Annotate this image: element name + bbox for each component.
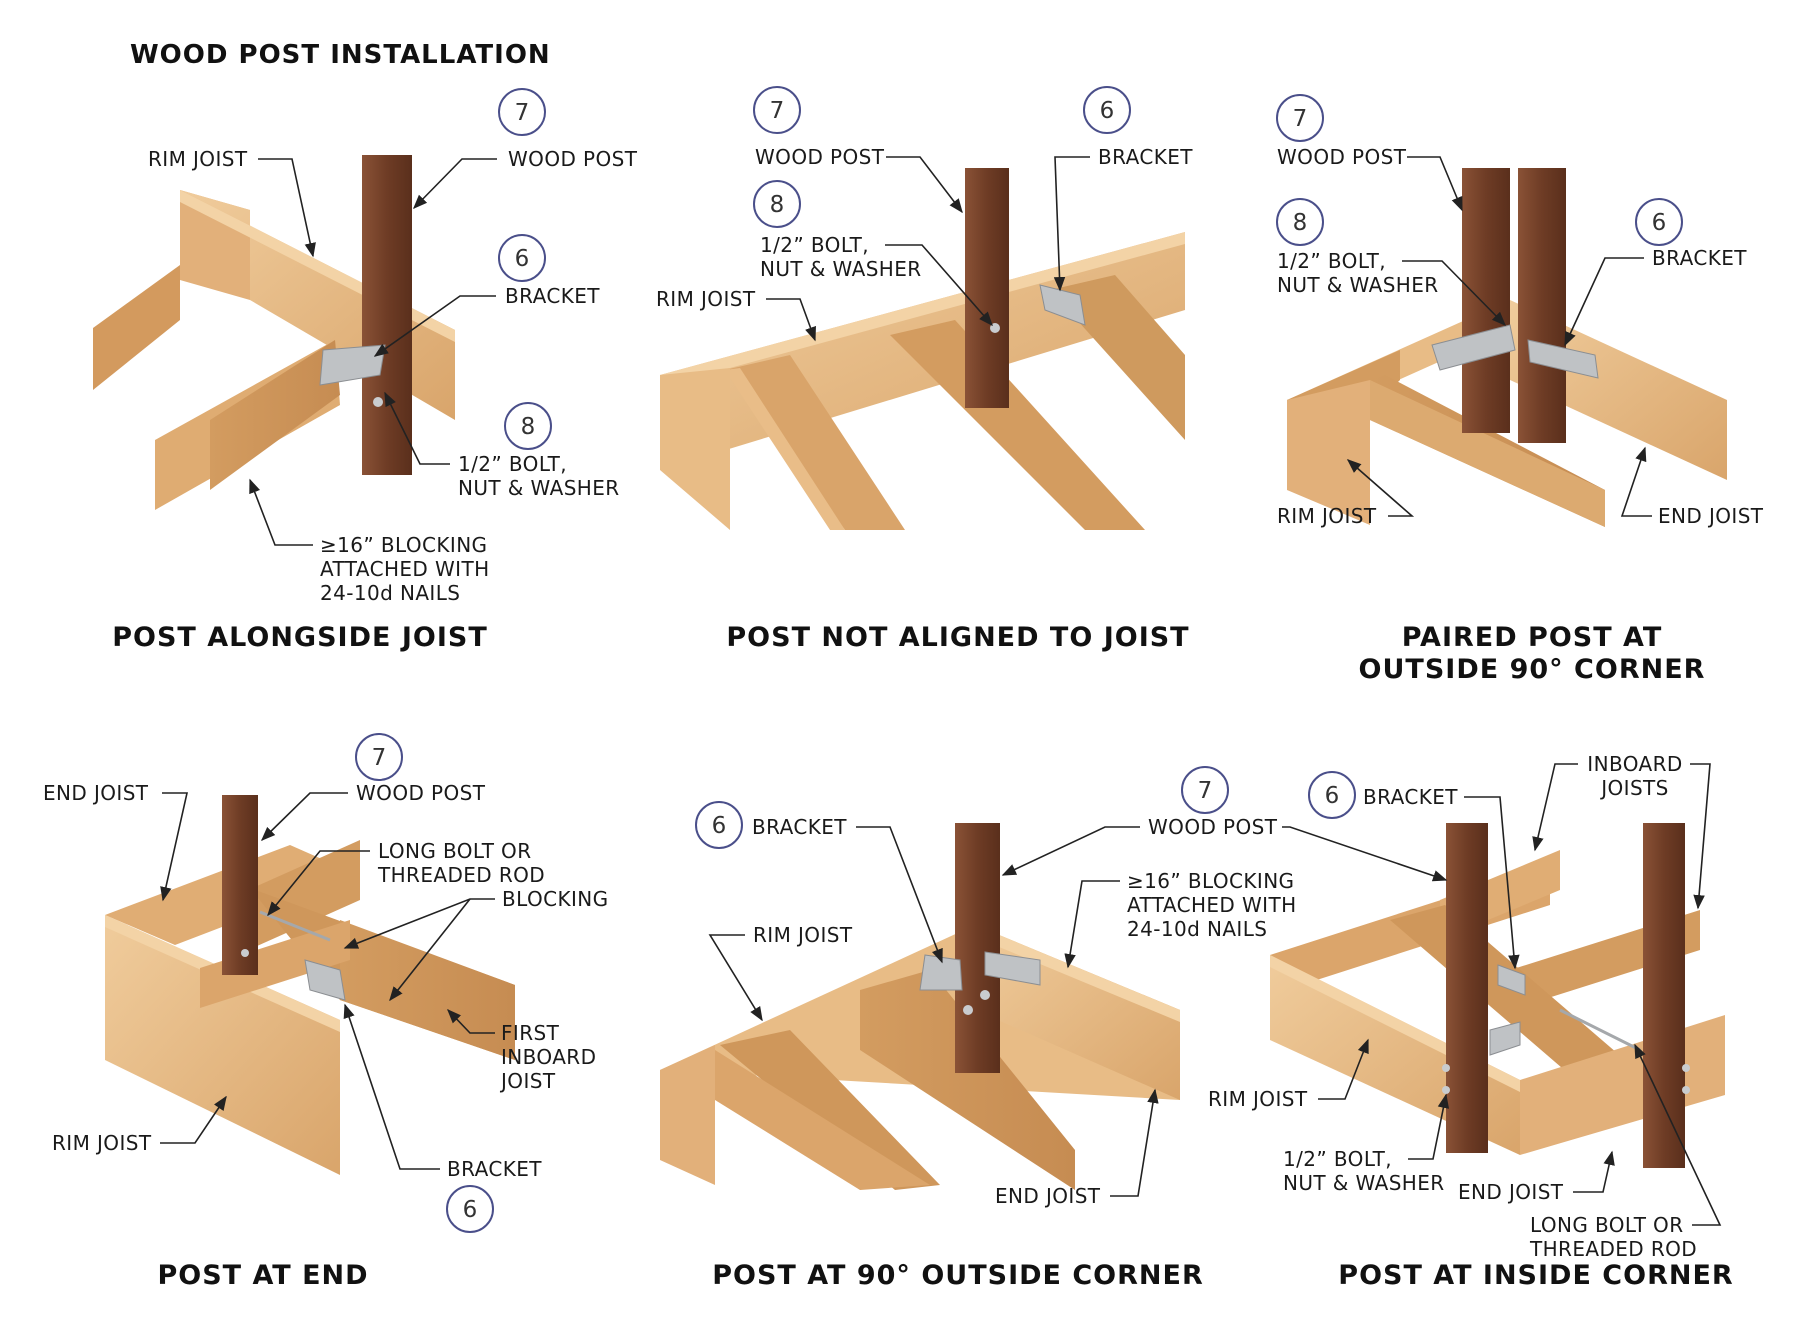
panel-post-at-90-outside-corner: 6 7 BRACKET WOOD POST RIM JOIST ≥16” BLO…: [660, 766, 1297, 1291]
panel4-wood-post-shape: [222, 795, 258, 975]
callout-6: 6: [1635, 198, 1683, 246]
label-end-joist: END JOIST: [1458, 1180, 1564, 1204]
label-bracket: BRACKET: [1098, 145, 1193, 169]
svg-text:8: 8: [1293, 210, 1308, 236]
svg-text:6: 6: [712, 813, 727, 839]
svg-text:6: 6: [1325, 783, 1340, 809]
svg-text:8: 8: [521, 414, 536, 440]
label-rim-joist: RIM JOIST: [656, 287, 756, 311]
callout-6: 6: [1308, 771, 1356, 819]
label-bolt: 1/2” BOLT,NUT & WASHER: [760, 233, 922, 281]
panel5-bracket-shape: [919, 954, 963, 991]
panel3-callouts: 7 8 6: [1276, 94, 1683, 246]
callout-7: 7: [1181, 766, 1229, 814]
label-blocking: BLOCKING: [502, 887, 609, 911]
label-rim-joist: RIM JOIST: [753, 923, 853, 947]
panel3-wood-post-a-shape: [1462, 168, 1510, 433]
label-bracket: BRACKET: [1652, 246, 1747, 270]
panel1-wood-post-shape: [362, 155, 412, 475]
label-wood-post: WOOD POST: [755, 145, 885, 169]
svg-text:8: 8: [770, 192, 785, 218]
label-bracket: BRACKET: [1363, 785, 1458, 809]
label-wood-post: WOOD POST: [356, 781, 486, 805]
label-end-joist: END JOIST: [43, 781, 149, 805]
callout-8: 8: [504, 402, 552, 450]
panel-paired-post: 7 8 6 WOOD POST 1/2” BOLT,NUT & WASHER B…: [1276, 94, 1764, 685]
callout-7: 7: [498, 88, 546, 136]
callout-7: 7: [753, 86, 801, 134]
label-end-joist: END JOIST: [1658, 504, 1764, 528]
label-bracket: BRACKET: [752, 815, 847, 839]
label-bolt: 1/2” BOLT,NUT & WASHER: [1283, 1147, 1445, 1195]
label-wood-post: WOOD POST: [508, 147, 638, 171]
panel6-post-b-shape: [1643, 823, 1685, 1168]
callout-8: 8: [753, 180, 801, 228]
panel5-wood-post-shape: [955, 823, 1000, 1073]
svg-text:7: 7: [1198, 778, 1213, 804]
panel4-callouts: 7 6: [355, 733, 494, 1233]
panel6-illustration: [1270, 823, 1725, 1168]
label-end-joist: END JOIST: [995, 1184, 1101, 1208]
label-rim-joist: RIM JOIST: [1208, 1087, 1308, 1111]
panel1-bracket-shape: [319, 344, 386, 386]
label-rim-joist: RIM JOIST: [148, 147, 248, 171]
svg-text:7: 7: [770, 98, 785, 124]
callout-6: 6: [498, 234, 546, 282]
page-title: WOOD POST INSTALLATION: [130, 40, 551, 70]
panel3-bracket-shape: [1431, 324, 1516, 371]
panel3-illustration: [1287, 168, 1727, 527]
callout-6: 6: [695, 801, 743, 849]
panel3-wood-post-b-shape: [1518, 168, 1566, 443]
svg-text:6: 6: [1652, 210, 1667, 236]
panel2-bracket-shape: [1039, 284, 1086, 326]
label-bolt: 1/2” BOLT,NUT & WASHER: [1277, 249, 1439, 297]
panel4-title: POST AT END: [157, 1260, 368, 1291]
callout-7: 7: [355, 733, 403, 781]
svg-text:7: 7: [372, 745, 387, 771]
svg-text:6: 6: [515, 246, 530, 272]
label-bracket: BRACKET: [447, 1157, 542, 1181]
panel6-callouts: 6: [1308, 771, 1356, 819]
panel1-callouts: 7 6 8: [498, 88, 552, 450]
panel-post-not-aligned: 7 6 8 WOOD POST BRACKET 1/2” BOLT,NUT & …: [656, 86, 1193, 653]
callout-6: 6: [446, 1185, 494, 1233]
label-bracket: BRACKET: [505, 284, 600, 308]
panel-post-alongside-joist: 7 6 8 RIM JOIST WOOD POST BRACKET 1/2” B…: [93, 88, 638, 653]
panel1-illustration: [93, 155, 455, 510]
label-rim-joist: RIM JOIST: [52, 1131, 152, 1155]
label-wood-post: WOOD POST: [1148, 815, 1278, 839]
panel5-illustration: [660, 823, 1180, 1190]
label-rim-joist: RIM JOIST: [1277, 504, 1377, 528]
callout-7: 7: [1276, 94, 1324, 142]
panel2-callouts: 7 6 8: [753, 86, 1131, 228]
label-wood-post: WOOD POST: [1277, 145, 1407, 169]
svg-text:7: 7: [1293, 106, 1308, 132]
callout-8: 8: [1276, 198, 1324, 246]
panel2-illustration: [660, 168, 1185, 530]
label-bolt: 1/2” BOLT,NUT & WASHER: [458, 452, 620, 500]
panel6-title: POST AT INSIDE CORNER: [1338, 1260, 1733, 1291]
callout-6: 6: [1083, 86, 1131, 134]
panel1-title: POST ALONGSIDE JOIST: [112, 622, 488, 653]
panel2-title: POST NOT ALIGNED TO JOIST: [726, 622, 1189, 653]
svg-text:6: 6: [1100, 98, 1115, 124]
panel6-post-a-shape: [1446, 823, 1488, 1153]
panel2-wood-post-shape: [965, 168, 1009, 408]
svg-text:6: 6: [463, 1197, 478, 1223]
panel4-bracket-shape: [304, 959, 346, 1001]
panel6-bracket-shape: [1497, 964, 1526, 996]
panel5-title: POST AT 90° OUTSIDE CORNER: [712, 1260, 1204, 1291]
svg-text:7: 7: [515, 100, 530, 126]
panel5-callouts: 6 7: [695, 766, 1229, 849]
